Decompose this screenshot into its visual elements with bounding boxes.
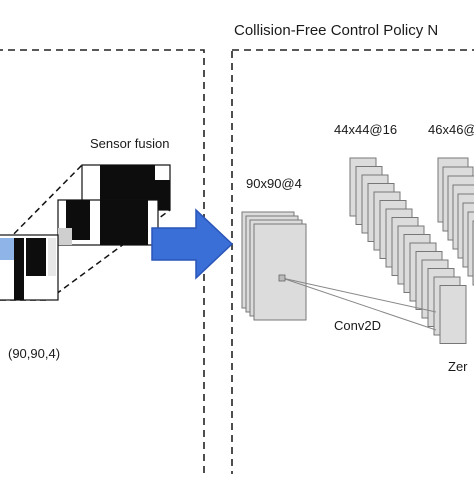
sensor-block bbox=[14, 238, 24, 300]
op-label-conv2d: Conv2D bbox=[334, 318, 381, 333]
connection-line bbox=[281, 277, 437, 331]
layer-stack-conv bbox=[349, 157, 467, 344]
stack-guide-line bbox=[47, 209, 171, 301]
kernel-marker bbox=[278, 274, 286, 282]
connection-line bbox=[281, 277, 437, 313]
layer-label-conv: 44x44@16 bbox=[334, 122, 397, 137]
sensor-fusion-stack bbox=[0, 164, 171, 301]
policy-panel-frame bbox=[231, 49, 474, 479]
sensor-block bbox=[155, 180, 170, 210]
layer-label-zeropad: 46x46@ bbox=[428, 122, 474, 137]
sensor-block bbox=[100, 200, 148, 245]
sensor-fusion-label: Sensor fusion bbox=[90, 136, 170, 151]
sensor-block bbox=[48, 238, 56, 276]
layer-stack-zeropad bbox=[437, 157, 474, 286]
diagram-title: Collision-Free Control Policy N bbox=[234, 22, 438, 39]
input-shape-label: (90,90,4) bbox=[8, 346, 60, 361]
op-label-zeropad: Zer bbox=[448, 359, 468, 374]
layer-label-input: 90x90@4 bbox=[246, 176, 302, 191]
sensor-block bbox=[26, 238, 46, 276]
sensor-block bbox=[58, 228, 72, 245]
flow-arrow-icon bbox=[151, 208, 234, 280]
feature-map bbox=[439, 285, 467, 344]
feature-map bbox=[467, 211, 474, 277]
sensor-highlight-cell bbox=[0, 238, 14, 260]
layer-stack-input bbox=[241, 211, 307, 321]
feature-map bbox=[253, 223, 307, 321]
